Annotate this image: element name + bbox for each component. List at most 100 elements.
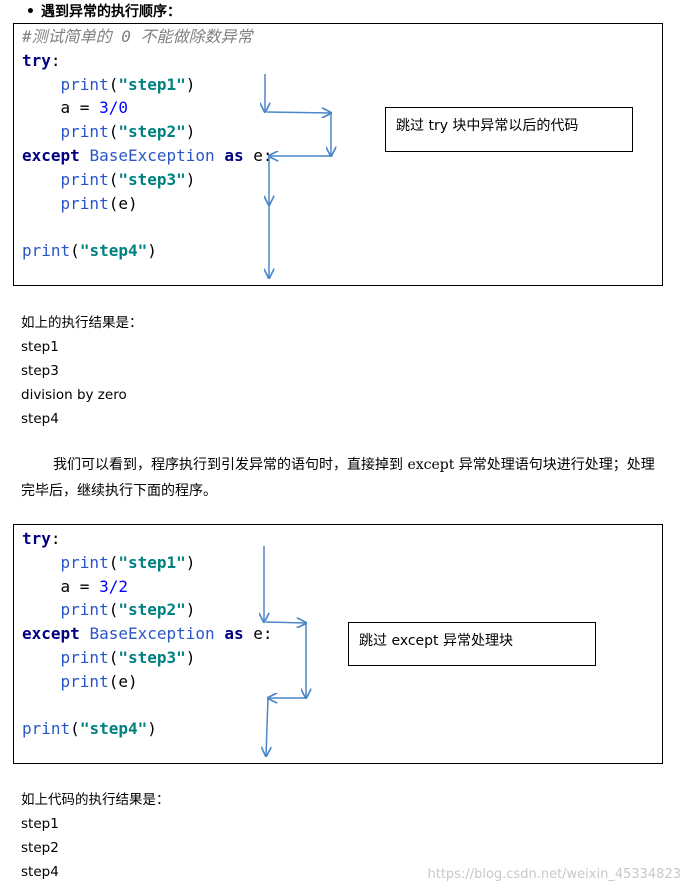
code-token: e:: [243, 624, 273, 644]
code-token: [22, 194, 61, 213]
code-line: #测试简单的 0 不能做除数异常: [22, 25, 272, 49]
code-token: ): [185, 122, 196, 142]
code-token: a =: [22, 576, 100, 596]
code-line: except BaseException as e:: [22, 144, 272, 168]
code-line: except BaseException as e:: [22, 622, 272, 646]
code-line: print("step1"): [22, 551, 272, 575]
code-token: [22, 553, 61, 572]
code-token: "step2": [118, 600, 186, 620]
section-heading: • 遇到异常的执行顺序：: [26, 2, 181, 22]
code-token: (: [70, 241, 80, 261]
note-skip-except: 跳过 except 异常处理块: [348, 622, 596, 666]
code-token: [215, 146, 225, 165]
code-token: [22, 648, 61, 667]
code-token: ): [185, 169, 196, 189]
code-line: print("step2"): [22, 120, 272, 144]
code-token: (e): [108, 671, 138, 691]
code-token: #测试简单的 0 不能做除数异常: [22, 27, 253, 46]
code-token: print: [60, 600, 109, 620]
code-token: except: [22, 145, 80, 165]
code-token: (: [108, 552, 119, 572]
code-line: print("step1"): [22, 73, 272, 97]
code-token: except: [22, 624, 80, 644]
code-token: print: [60, 169, 109, 189]
code-token: :: [50, 529, 61, 548]
code-token: ): [147, 241, 157, 261]
code-token: "step1": [118, 552, 186, 572]
code-token: [22, 75, 61, 94]
result-line: step2: [21, 840, 59, 856]
code-listing-example-2: try: print("step1") a = 3/2 print("step2…: [22, 527, 272, 741]
code-token: ): [147, 719, 157, 739]
code-token: print: [60, 647, 109, 667]
result-line: division by zero: [21, 387, 127, 403]
code-token: [80, 146, 90, 165]
code-token: (: [108, 74, 119, 94]
code-token: :: [50, 50, 61, 70]
code-token: ): [185, 74, 196, 94]
code-token: ): [185, 647, 196, 667]
explanation-text: 我们可以看到，程序执行到引发异常的语句时，直接掉到 except 异常处理语句块…: [21, 457, 655, 499]
code-line: [22, 694, 272, 718]
code-token: (: [108, 122, 119, 142]
code-line: print(e): [22, 670, 272, 694]
code-line: print("step4"): [22, 717, 272, 741]
code-token: ): [185, 552, 196, 572]
code-token: [215, 624, 225, 643]
code-token: (: [108, 169, 119, 189]
code-token: BaseException: [89, 624, 215, 644]
result-line: step4: [21, 411, 59, 427]
code-line: a = 3/2: [22, 575, 272, 599]
watermark: https://blog.csdn.net/weixin_45334823: [427, 867, 681, 882]
code-line: print("step3"): [22, 168, 272, 192]
code-line: print("step2"): [22, 598, 272, 622]
code-token: "step3": [118, 169, 186, 189]
code-token: print: [60, 671, 109, 691]
note-skip-try: 跳过 try 块中异常以后的代码: [385, 107, 633, 152]
code-token: 3/0: [99, 98, 128, 118]
result-line: step4: [21, 864, 59, 880]
code-token: try: [22, 50, 51, 70]
results-example-2: 如上代码的执行结果是： step1 step2 step4: [21, 788, 170, 884]
code-line: try:: [22, 49, 272, 73]
heading-text: 遇到异常的执行顺序：: [40, 4, 181, 20]
code-line: print("step3"): [22, 646, 272, 670]
code-token: print: [60, 552, 109, 572]
code-token: [22, 170, 61, 189]
code-token: print: [22, 241, 71, 261]
bullet-icon: •: [26, 4, 35, 20]
code-token: print: [22, 719, 71, 739]
code-token: (: [70, 719, 80, 739]
code-token: "step3": [118, 647, 186, 667]
code-line: print(e): [22, 192, 272, 216]
code-token: ): [185, 600, 196, 620]
code-line: print("step4"): [22, 239, 272, 263]
code-token: print: [60, 122, 109, 142]
result-line: step3: [21, 363, 59, 379]
code-token: print: [60, 193, 109, 213]
code-token: a =: [22, 98, 100, 118]
code-line: [22, 215, 272, 239]
result-line: step1: [21, 816, 59, 832]
code-token: "step1": [118, 74, 186, 94]
code-token: [80, 624, 90, 643]
code-token: (: [108, 647, 119, 667]
result-title: 如上的执行结果是：: [21, 315, 143, 331]
code-token: "step4": [79, 719, 148, 739]
results-example-1: 如上的执行结果是： step1 step3 division by zero s…: [21, 311, 143, 431]
code-token: print: [60, 74, 109, 94]
code-token: [22, 672, 61, 691]
code-token: "step2": [118, 122, 186, 142]
code-line: try:: [22, 527, 272, 551]
code-token: as: [224, 624, 244, 644]
code-token: (: [108, 600, 119, 620]
code-token: "step4": [79, 241, 148, 261]
code-token: 3/2: [99, 576, 128, 596]
code-token: [22, 122, 61, 141]
code-line: a = 3/0: [22, 96, 272, 120]
explanation-paragraph: 我们可以看到，程序执行到引发异常的语句时，直接掉到 except 异常处理语句块…: [21, 452, 661, 504]
code-token: as: [224, 145, 244, 165]
code-box-example-2: try: print("step1") a = 3/2 print("step2…: [13, 524, 663, 764]
